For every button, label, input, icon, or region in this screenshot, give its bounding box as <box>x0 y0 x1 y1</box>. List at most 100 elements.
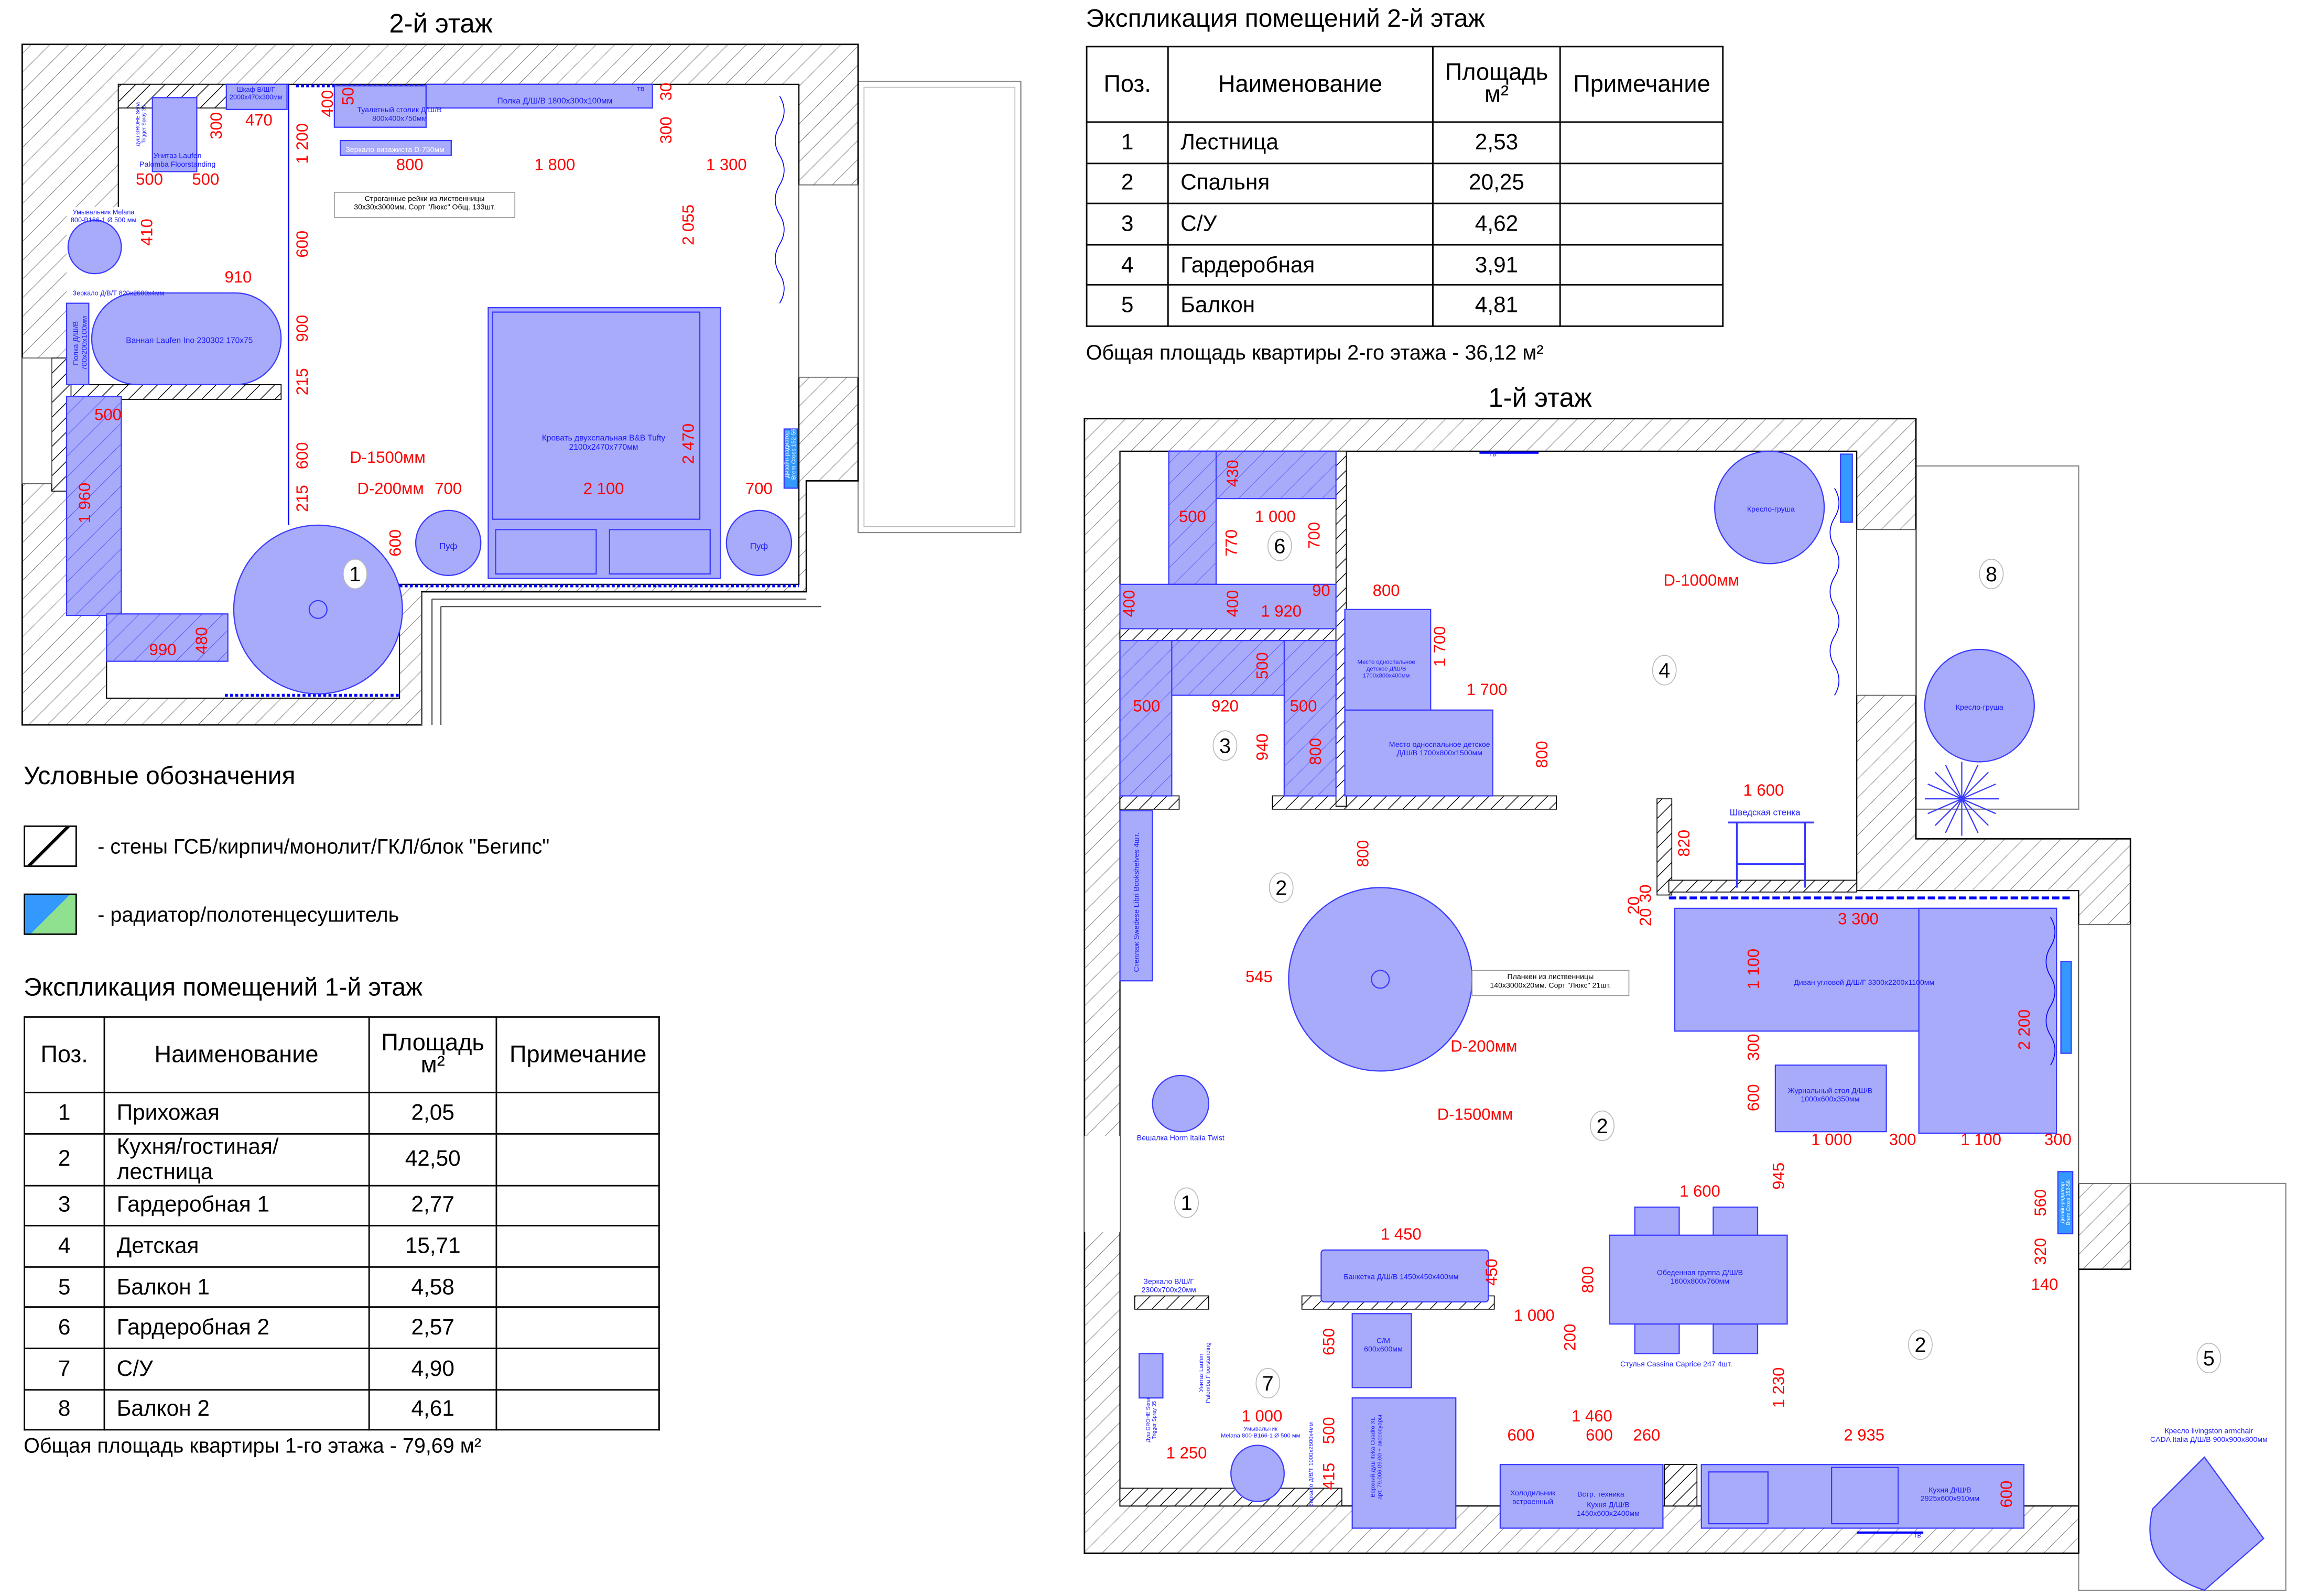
dimension-label: 500 <box>1290 697 1317 715</box>
table-cell: Балкон 2 <box>103 1388 370 1431</box>
dimension-label: 300 <box>1889 1130 1916 1148</box>
label-line: Туалетный столик Д/Ш/В <box>357 105 441 114</box>
radiator-icon <box>24 893 77 935</box>
label-line: ТВ <box>1489 451 1497 458</box>
label-line: 2100х2470х770мм <box>569 443 638 452</box>
label-line: Стулья Cassina Caprice 247 4шт. <box>1620 1360 1732 1368</box>
window <box>21 357 52 484</box>
label-line: Trigger Spray 35 <box>1152 1400 1157 1439</box>
dimension-label: D-1000мм <box>1664 571 1739 589</box>
label-line: Место односпальное <box>1358 659 1415 666</box>
furniture-label: Кресло-груша <box>1956 703 2003 711</box>
table-cell: С/У <box>1167 203 1434 245</box>
table-cell: Прихожая <box>103 1091 370 1134</box>
coffee-table <box>1774 1064 1887 1133</box>
washbasin <box>67 220 122 275</box>
label-line: 2925х600х910мм <box>1921 1494 1979 1503</box>
room-number: 2 <box>1914 1334 1926 1357</box>
dimension-label: 1 960 <box>75 483 94 524</box>
table-cell: 4,62 <box>1432 203 1562 245</box>
dimension-label: 140 <box>2031 1275 2058 1294</box>
column-header: Поз. <box>24 1016 105 1093</box>
room-number-badge <box>342 559 367 590</box>
furniture-label: Пуф <box>750 541 768 551</box>
floor2-room-numbers: 1 <box>342 559 367 590</box>
label-line: Зеркало Д/В/Т 1000х2600х4мм <box>1308 1422 1315 1506</box>
dimension-label: 300 <box>2044 1130 2072 1148</box>
dimension-label: 430 <box>1223 460 1242 487</box>
label-line: Ванная Laufen Ino 230302 170x75 <box>126 336 253 345</box>
dimension-label: 50 <box>339 87 357 105</box>
table-cell: 1 <box>1086 121 1169 164</box>
label-line: Умывальник Melana <box>73 209 135 216</box>
label-line: Стеллаж Swedese Libri Bookshelves 4шт. <box>1132 833 1141 972</box>
floor2-title: 2-й этаж <box>389 8 493 39</box>
swedish-wall <box>1728 821 1814 888</box>
label-line: Кровать двухспальная B&B Tufty <box>542 433 666 442</box>
dimension-label: 600 <box>293 231 311 258</box>
partition-walls <box>1119 450 1857 1507</box>
furniture-label: Кресло-груша <box>1747 505 1795 513</box>
shelf <box>66 302 90 385</box>
dimension-label: 1 800 <box>535 155 576 173</box>
closet <box>1283 639 1337 797</box>
furniture-label: Зеркало Д/В/Т 1000х2600х4мм <box>1308 1422 1315 1506</box>
table-cell: 2,05 <box>367 1091 498 1134</box>
table-cell: 15,71 <box>367 1225 498 1268</box>
column-header: Наименование <box>1167 46 1434 123</box>
furniture-label: Дизайн-радиаторBrem Cross 152-56 <box>784 429 797 480</box>
dimension-label: 500 <box>1133 697 1160 715</box>
closet <box>1168 450 1217 585</box>
dimension-label: 500 <box>1253 652 1272 679</box>
label-line: Обеденная группа Д/Ш/В <box>1657 1268 1743 1277</box>
dimension-label: 1 250 <box>1166 1444 1207 1462</box>
table-cell <box>1559 244 1724 286</box>
label-line: встроенный <box>1512 1497 1553 1505</box>
label-line: 600х600мм <box>1364 1345 1403 1353</box>
stair-post <box>308 600 328 619</box>
room-number-badge <box>1174 1187 1199 1218</box>
label-line: ТВ <box>637 86 644 92</box>
table-cell: Балкон <box>1167 284 1434 327</box>
radiator <box>1839 453 1853 523</box>
dimension-label: 215 <box>293 368 311 395</box>
table-cell <box>1559 121 1724 164</box>
bean-bag <box>1924 648 2035 763</box>
pillow <box>495 529 597 575</box>
label-line: Melana 800-B166-1 Ø 500 мм <box>1221 1433 1300 1439</box>
dimension-label: 990 <box>149 640 177 659</box>
table-cell <box>496 1132 660 1186</box>
wardrobe <box>225 83 288 110</box>
label-line: Шкаф В/Ш/Г <box>237 86 275 93</box>
label-line: Полка Д/Ш/В <box>71 321 80 365</box>
room-number: 1 <box>1181 1192 1193 1215</box>
column-header: Примечание <box>496 1016 660 1093</box>
closet <box>1119 583 1337 629</box>
table-cell: 2,53 <box>1432 121 1562 164</box>
label-line: Trigger Spray 35 <box>141 105 147 144</box>
dimension-label: 940 <box>1253 733 1272 761</box>
column-header: Поз. <box>1086 46 1169 123</box>
table-cell <box>496 1225 660 1268</box>
dimension-label: 545 <box>1245 968 1273 986</box>
floor1-furniture <box>1119 450 2264 1591</box>
label-line: Д/Ш/В 1700х800х1500мм <box>1396 748 1482 757</box>
furniture-label: Унитаз LaufenPalomba Floorstanding <box>1198 1342 1211 1403</box>
dimension-label: 500 <box>192 170 219 189</box>
label-line: Кресло-груша <box>1956 703 2003 711</box>
label-line: Унитаз Laufen <box>154 151 202 160</box>
table-cell <box>496 1184 660 1227</box>
radiator <box>783 428 798 489</box>
label-line: Унитаз Laufen <box>1198 1354 1205 1392</box>
dimension-label: D-1500мм <box>1437 1105 1513 1123</box>
table-cell: 4,58 <box>367 1266 498 1309</box>
